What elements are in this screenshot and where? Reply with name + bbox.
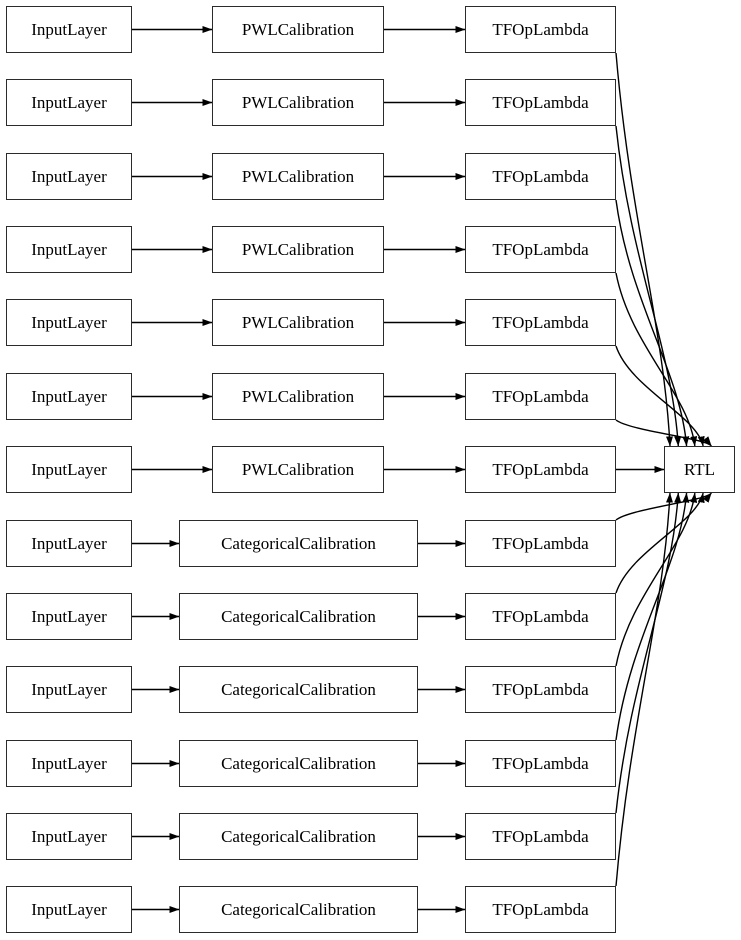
node-input-layer-5-label: InputLayer xyxy=(31,387,107,406)
node-input-layer-5[interactable]: InputLayer xyxy=(6,373,132,420)
edge-lambda-to-output-1 xyxy=(615,125,682,447)
node-input-layer-12-label: InputLayer xyxy=(31,900,107,919)
node-lambda-6[interactable]: TFOpLambda xyxy=(465,446,616,493)
node-lambda-1-label: TFOpLambda xyxy=(492,93,589,112)
node-calibration-3-label: PWLCalibration xyxy=(241,240,355,259)
node-lambda-10[interactable]: TFOpLambda xyxy=(465,740,616,787)
node-lambda-2-label: TFOpLambda xyxy=(492,167,589,186)
node-input-layer-7[interactable]: InputLayer xyxy=(6,520,132,567)
node-input-layer-10-label: InputLayer xyxy=(31,754,107,773)
node-lambda-9-label: TFOpLambda xyxy=(492,680,589,699)
node-calibration-9-label: CategoricalCalibration xyxy=(221,680,376,699)
node-calibration-10[interactable]: CategoricalCalibration xyxy=(179,740,418,787)
node-calibration-8-label: CategoricalCalibration xyxy=(221,607,376,626)
node-lambda-8[interactable]: TFOpLambda xyxy=(465,593,616,640)
edge-lambda-to-output-9 xyxy=(615,492,698,667)
node-calibration-1[interactable]: PWLCalibration xyxy=(212,79,384,126)
node-lambda-4-label: TFOpLambda xyxy=(492,313,589,332)
node-calibration-0-label: PWLCalibration xyxy=(241,20,355,39)
node-calibration-12[interactable]: CategoricalCalibration xyxy=(179,886,418,933)
node-input-layer-9[interactable]: InputLayer xyxy=(6,666,132,713)
node-input-layer-4-label: InputLayer xyxy=(31,313,107,332)
node-calibration-2-label: PWLCalibration xyxy=(241,167,355,186)
edge-lambda-to-output-3 xyxy=(615,272,698,447)
node-calibration-11-label: CategoricalCalibration xyxy=(221,827,376,846)
node-lambda-2[interactable]: TFOpLambda xyxy=(465,153,616,200)
node-lambda-8-label: TFOpLambda xyxy=(492,607,589,626)
node-calibration-9[interactable]: CategoricalCalibration xyxy=(179,666,418,713)
node-calibration-0[interactable]: PWLCalibration xyxy=(212,6,384,53)
node-input-layer-7-label: InputLayer xyxy=(31,534,107,553)
node-output-rtl[interactable]: RTL xyxy=(664,446,735,493)
node-input-layer-1-label: InputLayer xyxy=(31,93,107,112)
node-lambda-10-label: TFOpLambda xyxy=(492,754,589,773)
edge-lambda-to-output-10 xyxy=(615,492,690,741)
node-input-layer-8[interactable]: InputLayer xyxy=(6,593,132,640)
node-input-layer-2-label: InputLayer xyxy=(31,167,107,186)
node-calibration-6[interactable]: PWLCalibration xyxy=(212,446,384,493)
node-calibration-8[interactable]: CategoricalCalibration xyxy=(179,593,418,640)
node-calibration-12-label: CategoricalCalibration xyxy=(221,900,376,919)
node-calibration-7[interactable]: CategoricalCalibration xyxy=(179,520,418,567)
edge-lambda-to-output-2 xyxy=(615,199,690,447)
node-calibration-7-label: CategoricalCalibration xyxy=(221,534,376,553)
edge-lambda-to-output-12 xyxy=(615,492,674,887)
node-output-rtl-label: RTL xyxy=(683,460,716,479)
node-calibration-2[interactable]: PWLCalibration xyxy=(212,153,384,200)
node-lambda-0-label: TFOpLambda xyxy=(492,20,589,39)
node-input-layer-1[interactable]: InputLayer xyxy=(6,79,132,126)
node-input-layer-4[interactable]: InputLayer xyxy=(6,299,132,346)
node-lambda-6-label: TFOpLambda xyxy=(492,460,589,479)
edge-lambda-to-output-5 xyxy=(615,419,712,447)
node-input-layer-2[interactable]: InputLayer xyxy=(6,153,132,200)
node-input-layer-12[interactable]: InputLayer xyxy=(6,886,132,933)
node-lambda-12[interactable]: TFOpLambda xyxy=(465,886,616,933)
node-calibration-10-label: CategoricalCalibration xyxy=(221,754,376,773)
node-input-layer-6[interactable]: InputLayer xyxy=(6,446,132,493)
node-calibration-6-label: PWLCalibration xyxy=(241,460,355,479)
node-input-layer-11-label: InputLayer xyxy=(31,827,107,846)
node-lambda-5-label: TFOpLambda xyxy=(492,387,589,406)
node-calibration-11[interactable]: CategoricalCalibration xyxy=(179,813,418,860)
node-lambda-7[interactable]: TFOpLambda xyxy=(465,520,616,567)
node-input-layer-3-label: InputLayer xyxy=(31,240,107,259)
node-calibration-5[interactable]: PWLCalibration xyxy=(212,373,384,420)
node-lambda-1[interactable]: TFOpLambda xyxy=(465,79,616,126)
edge-lambda-to-output-11 xyxy=(615,492,682,814)
node-lambda-3[interactable]: TFOpLambda xyxy=(465,226,616,273)
edge-lambda-to-output-4 xyxy=(615,345,705,447)
edge-lambda-to-output-8 xyxy=(615,492,705,594)
node-input-layer-0-label: InputLayer xyxy=(31,20,107,39)
node-input-layer-9-label: InputLayer xyxy=(31,680,107,699)
node-lambda-7-label: TFOpLambda xyxy=(492,534,589,553)
node-input-layer-6-label: InputLayer xyxy=(31,460,107,479)
node-lambda-11-label: TFOpLambda xyxy=(492,827,589,846)
node-lambda-0[interactable]: TFOpLambda xyxy=(465,6,616,53)
node-calibration-4-label: PWLCalibration xyxy=(241,313,355,332)
node-input-layer-3[interactable]: InputLayer xyxy=(6,226,132,273)
node-lambda-4[interactable]: TFOpLambda xyxy=(465,299,616,346)
node-input-layer-0[interactable]: InputLayer xyxy=(6,6,132,53)
edge-lambda-to-output-7 xyxy=(615,492,712,521)
node-input-layer-11[interactable]: InputLayer xyxy=(6,813,132,860)
node-input-layer-8-label: InputLayer xyxy=(31,607,107,626)
node-lambda-11[interactable]: TFOpLambda xyxy=(465,813,616,860)
edge-lambda-to-output-0 xyxy=(615,52,674,447)
node-lambda-12-label: TFOpLambda xyxy=(492,900,589,919)
node-input-layer-10[interactable]: InputLayer xyxy=(6,740,132,787)
node-lambda-5[interactable]: TFOpLambda xyxy=(465,373,616,420)
node-calibration-1-label: PWLCalibration xyxy=(241,93,355,112)
node-calibration-5-label: PWLCalibration xyxy=(241,387,355,406)
node-calibration-3[interactable]: PWLCalibration xyxy=(212,226,384,273)
node-calibration-4[interactable]: PWLCalibration xyxy=(212,299,384,346)
node-lambda-9[interactable]: TFOpLambda xyxy=(465,666,616,713)
node-lambda-3-label: TFOpLambda xyxy=(492,240,589,259)
